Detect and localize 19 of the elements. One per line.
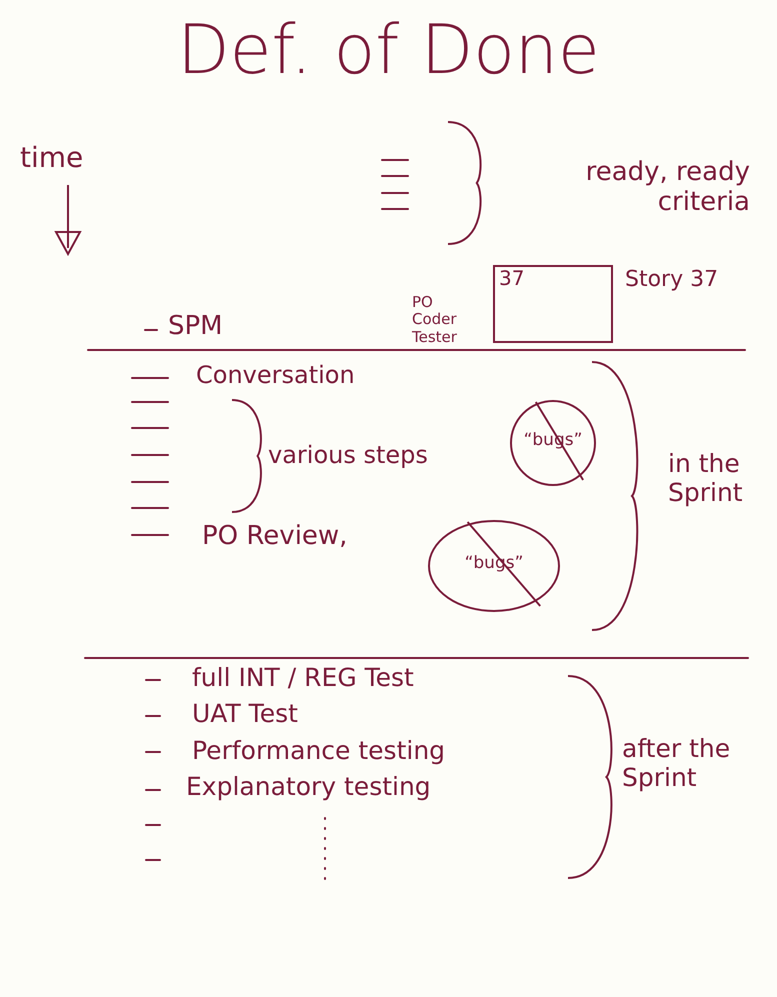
note: PO Coder Tester — [412, 294, 458, 346]
crossed-out-circle — [510, 400, 596, 486]
story-card — [493, 265, 613, 343]
card-title: Story 37 — [625, 267, 718, 292]
card-number: 37 — [499, 267, 524, 290]
list-item: Performance testing — [192, 737, 446, 766]
list-item: Explanatory testing — [186, 773, 431, 802]
list-item: Conversation — [196, 362, 355, 390]
crossed-out-circle — [428, 520, 560, 612]
list-item: SPM — [168, 312, 223, 342]
axis-label: time — [20, 142, 84, 174]
phase-label: in the Sprint — [668, 450, 744, 508]
note: ready, ready criteria — [584, 158, 750, 218]
list-item: full INT / REG Test — [192, 664, 414, 693]
phase-label: after the Sprint — [622, 735, 732, 792]
title: Def. of Done — [176, 12, 601, 90]
list-item: UAT Test — [192, 700, 298, 729]
note: various steps — [268, 442, 428, 470]
list-item: PO Review, — [202, 522, 348, 552]
